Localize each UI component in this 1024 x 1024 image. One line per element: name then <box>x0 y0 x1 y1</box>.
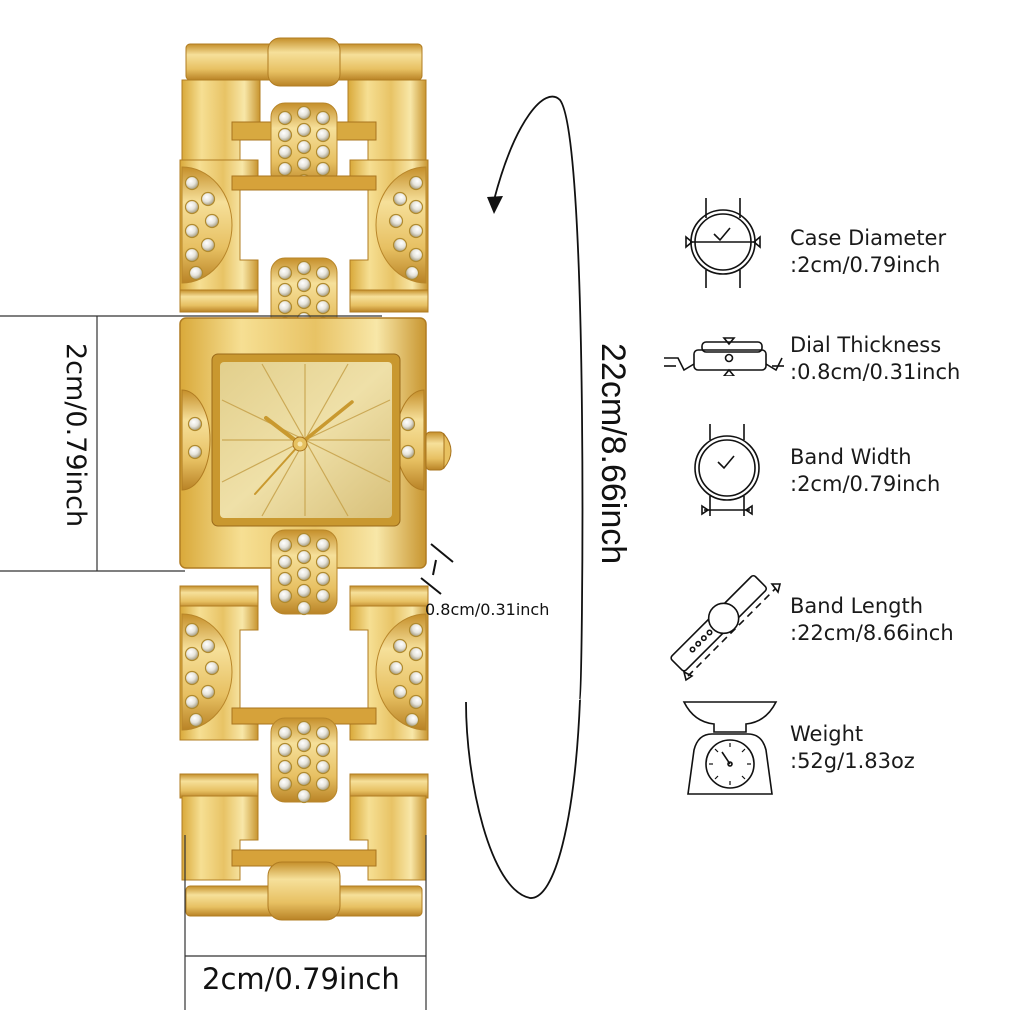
spec-value: :2cm/0.79inch <box>790 472 941 496</box>
spec-name: Band Width <box>790 445 912 469</box>
spec-name: Case Diameter <box>790 226 947 250</box>
band-length-label: 22cm/8.66inch <box>594 343 632 565</box>
case-height-label: 2cm/0.79inch <box>60 343 91 528</box>
watch-case-diameter-icon <box>685 198 761 288</box>
minute-hand <box>298 400 354 446</box>
spec-value: :52g/1.83oz <box>790 749 915 773</box>
spec-name: Dial Thickness <box>790 333 942 357</box>
spec-value: :22cm/8.66inch <box>790 621 954 645</box>
thickness-label: 0.8cm/0.31inch <box>425 600 550 619</box>
watch-band-length-icon <box>670 574 782 682</box>
watch-case <box>179 317 452 615</box>
spec-value: :2cm/0.79inch <box>790 253 941 277</box>
dimension-lines <box>0 315 454 1010</box>
band-length-arrow <box>465 95 584 899</box>
band-top <box>179 37 429 343</box>
scale-weight-icon <box>682 701 778 795</box>
spec-name: Band Length <box>790 594 924 618</box>
spec-value: :0.8cm/0.31inch <box>790 360 961 384</box>
band-bottom <box>179 585 429 921</box>
spec-name: Weight <box>790 722 864 746</box>
band-width-label: 2cm/0.79inch <box>202 962 400 996</box>
second-hand <box>254 443 301 495</box>
watch-band-width-icon <box>694 424 760 516</box>
watch-dial-thickness-icon <box>664 337 784 376</box>
